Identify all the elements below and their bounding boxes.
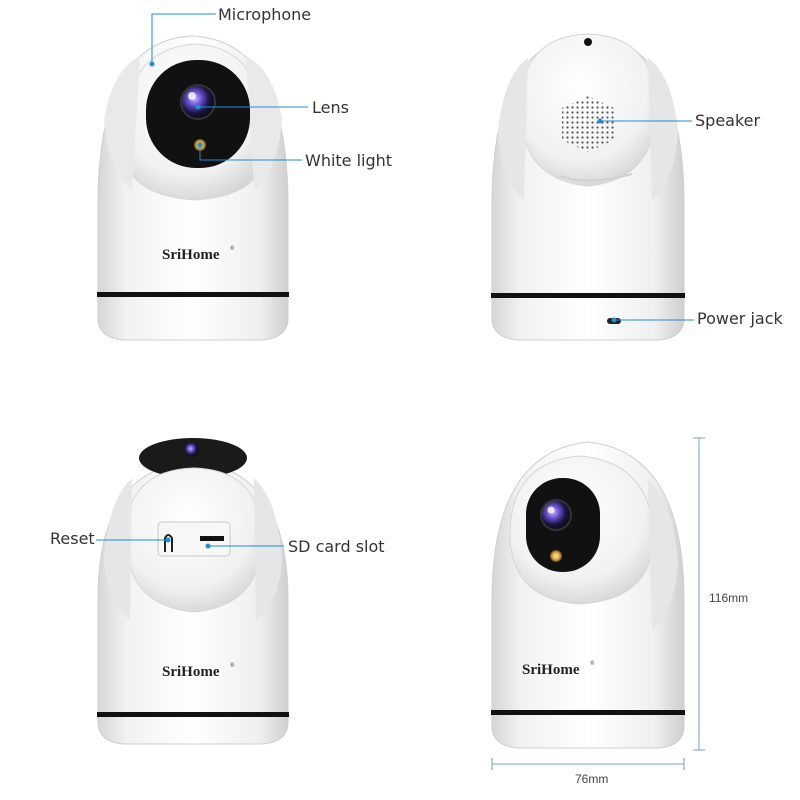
side-arm-right xyxy=(648,58,678,200)
callout-dot-sd-card-slot xyxy=(205,543,211,549)
lens-glint xyxy=(547,506,555,514)
cable-groove xyxy=(559,173,633,182)
brand-logo-dimension: SriHome xyxy=(522,662,580,678)
label-white-light: White light xyxy=(305,151,393,170)
top-hole xyxy=(584,38,592,46)
label-width-dimension: 76mm xyxy=(575,772,609,786)
lens-glint xyxy=(188,92,196,100)
brand-mark-rotated: ® xyxy=(230,662,235,669)
side-arm-left xyxy=(104,56,140,190)
label-reset: Reset xyxy=(50,529,95,548)
speaker-grille xyxy=(562,96,614,152)
lens xyxy=(180,84,216,120)
brand-mark-front: ® xyxy=(230,245,235,252)
label-lens: Lens xyxy=(312,98,349,117)
lens xyxy=(540,499,572,531)
reset-button xyxy=(164,534,173,552)
base-ring xyxy=(491,293,685,298)
brand-logo-rotated: SriHome xyxy=(162,664,220,680)
side-arm-right xyxy=(648,480,678,630)
top-lens xyxy=(185,443,199,457)
side-arm-left xyxy=(104,478,132,620)
callout-dot-lens xyxy=(195,104,201,110)
callout-line-white-light xyxy=(199,145,302,161)
camera-dimension-view: SriHome ® xyxy=(491,437,705,770)
top-dome xyxy=(139,438,247,478)
callout-dot-white-light xyxy=(197,142,203,148)
sd-card-slot xyxy=(200,536,224,541)
brand-mark-dimension: ® xyxy=(590,660,595,667)
brand-logo-front: SriHome xyxy=(162,247,220,263)
label-height-dimension: 116mm xyxy=(709,591,749,605)
base-ring xyxy=(97,292,289,297)
port-panel xyxy=(157,521,231,557)
camera-back-view xyxy=(491,33,685,341)
side-arm-right xyxy=(246,56,282,190)
callout-line-microphone xyxy=(151,13,216,64)
base-ring xyxy=(491,710,685,715)
label-speaker: Speaker xyxy=(695,111,761,130)
callout-dot-speaker xyxy=(597,118,603,124)
callout-dot-power-jack xyxy=(611,317,617,323)
label-microphone: Microphone xyxy=(218,5,312,24)
base-ring xyxy=(97,712,289,717)
side-arm-right xyxy=(254,478,282,620)
label-sd-card-slot: SD card slot xyxy=(288,537,385,556)
side-arm-left xyxy=(498,58,528,200)
callout-dot-microphone xyxy=(149,61,155,67)
callout-dot-reset xyxy=(165,537,171,543)
label-power-jack: Power jack xyxy=(697,309,783,328)
camera-rotated-view: SriHome ® xyxy=(97,438,289,745)
callout-lines xyxy=(96,13,694,549)
white-light-led xyxy=(550,550,562,562)
camera-front-view: SriHome ® xyxy=(97,35,289,341)
